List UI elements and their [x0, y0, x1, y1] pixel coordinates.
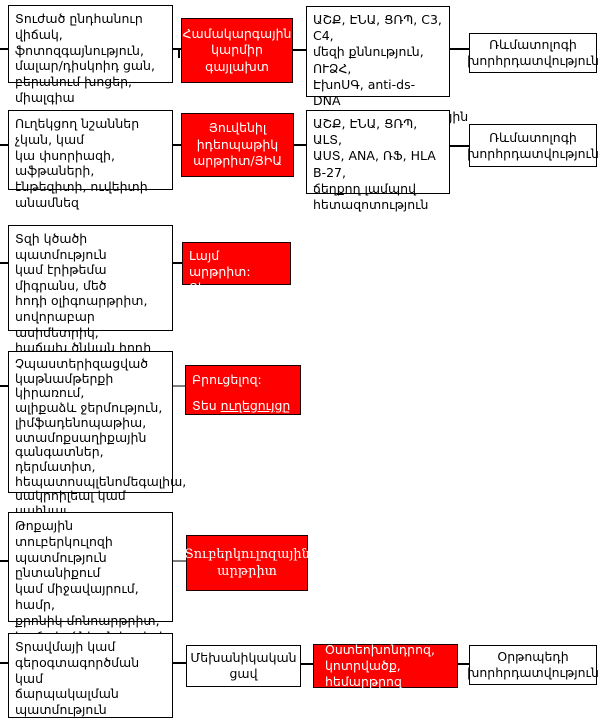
diagnosis-osteochondrosis-text: Օստեոխոնդրոզ, կոտրվածք, հեմարթրոզ: [325, 642, 435, 689]
brucellosis-guideline-link[interactable]: ուղեցույցը: [220, 398, 291, 413]
box-consult-rheumatologist-2: Ռևմատոլոգի խորհրդատվություն: [467, 124, 599, 167]
connector-line: [173, 144, 181, 146]
connector-line: [173, 385, 185, 387]
connector-line: [0, 144, 8, 146]
connector-line: [0, 385, 8, 387]
connector-line: [293, 49, 306, 51]
box-diagnosis-brucellosis: Բրուցելոզ: Տես ուղեցույցը: [185, 365, 301, 415]
box-tests-sle: ԱՇՔ, ԷՆԱ, ՑՌՊ, C3, C4, մեզի քննություն, …: [306, 6, 468, 157]
diagnosis-brucellosis-see: Տես ուղեցույցը: [192, 398, 294, 413]
connector-junction-tick: [178, 48, 180, 58]
box-diagnosis-osteochondrosis: Օստեոխոնդրոզ, կոտրվածք, հեմարթրոզ: [313, 642, 458, 689]
diagnosis-sle-text: Համակարգային կարմիր գայլախտ: [182, 25, 292, 74]
connector-line: [173, 662, 186, 664]
consult-orthopedist-text: Օրթոպեդի խորհրդատվություն: [467, 649, 599, 680]
box-diagnosis-sle: Համակարգային կարմիր գայլախտ: [181, 18, 293, 83]
symptoms-jia-text: Ուղեկցող նշաններ չկան, կամ կա փսորիազի, …: [15, 116, 148, 210]
box-symptoms-jia: Ուղեկցող նշաններ չկան, կամ կա փսորիազի, …: [8, 110, 173, 210]
connector-line: [458, 663, 469, 665]
box-diagnosis-lyme: Լայմ արթրիտ: Տես ուղեցույցը: [182, 242, 291, 311]
connector-line: [0, 262, 8, 264]
connector-line: [173, 262, 182, 264]
box-consult-rheumatologist-1: Ռևմատոլոգի խորհրդատվություն: [467, 33, 599, 73]
box-symptoms-brucellosis: Չպաստերիզացված կաթնամթերքի կիրառում, ալի…: [8, 351, 186, 533]
see-label: Տես: [189, 280, 214, 295]
box-symptoms-tb: Թոքային տուբերկուլոզի պատմություն ընտանի…: [8, 512, 173, 675]
diagnosis-jia-text: Յուվենիլ իդեոպաթիկ արթրիտ/ՅԻԱ: [193, 120, 282, 169]
box-diagnosis-tb-arthritis: Տուբերկուլոզային արթրիտ: [184, 535, 310, 591]
box-symptoms-sle: Տուժած ընդհանուր վիճակ, ֆոտոզգայնություն…: [8, 5, 173, 105]
connector-line: [294, 144, 306, 146]
symptoms-brucellosis-text: Չպաստերիզացված կաթնամթերքի կիրառում, ալի…: [15, 356, 187, 532]
box-symptoms-lyme: Տզի կծածի պատմություն կամ էրիթեմա միգրան…: [8, 225, 173, 371]
box-symptoms-trauma: Տրավմայի կամ գերօգտագործման կամ ճարպակալ…: [8, 633, 173, 718]
connector-line: [450, 145, 469, 147]
diagnosis-tb-text: Տուբերկուլոզային արթրիտ: [184, 547, 310, 579]
connector-line: [0, 662, 8, 664]
box-mechanical-pain: Մեխանիկական ցավ: [186, 645, 301, 687]
connector-line: [301, 663, 313, 665]
diagnosis-lyme-title: Լայմ արթրիտ:: [189, 248, 251, 279]
connector-line: [0, 560, 8, 562]
diagnosis-lyme-see: Տես ուղեցույցը: [189, 280, 259, 311]
connector-line: [0, 48, 8, 50]
connector-line: [173, 48, 181, 50]
symptoms-lyme-text: Տզի կծածի պատմություն կամ էրիթեմա միգրան…: [15, 231, 152, 371]
connector-line: [173, 560, 186, 562]
consult-rheumatologist-2-text: Ռևմատոլոգի խորհրդատվություն: [467, 129, 599, 161]
symptoms-sle-text: Տուժած ընդհանուր վիճակ, ֆոտոզգայնություն…: [15, 11, 155, 105]
tests-jia-text: ԱՇՔ, ԷՆԱ, ՑՌՊ, ԱԼՏ, ԱՍՏ, ANA, ՌՖ, HLA B-…: [313, 116, 436, 213]
symptoms-trauma-text: Տրավմայի կամ գերօգտագործման կամ ճարպակալ…: [15, 639, 140, 718]
diagnosis-brucellosis-title: Բրուցելոզ:: [192, 372, 262, 387]
box-tests-jia: ԱՇՔ, ԷՆԱ, ՑՌՊ, ԱԼՏ, ԱՍՏ, ANA, ՌՖ, HLA B-…: [306, 110, 450, 212]
box-consult-orthopedist: Օրթոպեդի խորհրդատվություն: [467, 645, 599, 685]
consult-rheumatologist-1-text: Ռևմատոլոգի խորհրդատվություն: [467, 37, 599, 68]
connector-line: [450, 48, 469, 50]
lyme-guideline-link[interactable]: ուղեցույցը: [189, 296, 259, 311]
see-label: Տես: [192, 398, 221, 413]
mechanical-pain-text: Մեխանիկական ցավ: [190, 650, 297, 681]
box-diagnosis-jia: Յուվենիլ իդեոպաթիկ արթրիտ/ՅԻԱ: [181, 113, 294, 177]
